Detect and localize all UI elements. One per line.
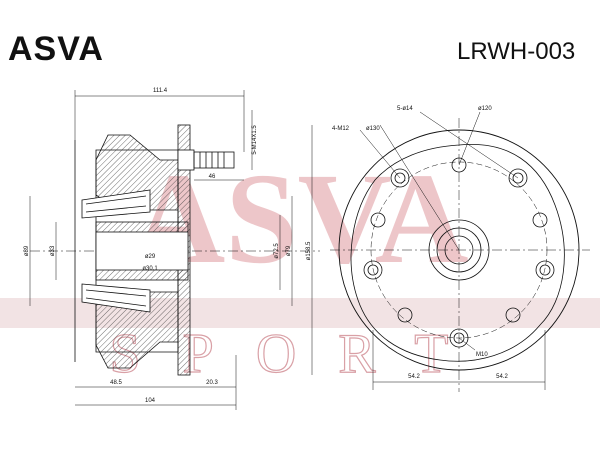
- dim-stud-holes: 5-ø14: [397, 106, 413, 112]
- dim-bolt-holes: 4-M12: [332, 126, 350, 132]
- flange-profile: [350, 143, 565, 362]
- dim-bore-outer: ø89: [24, 245, 30, 256]
- dim-bolt-pcd: ø130: [366, 126, 380, 132]
- bolt-holes: [370, 157, 548, 323]
- dim-stud-pcd: ø120: [478, 106, 492, 112]
- dim-flange-pilot: ø72.5: [274, 243, 280, 259]
- hub-body: [95, 149, 179, 353]
- dim-overall-length: 111.4: [153, 88, 168, 94]
- dim-flange-width: 20.3: [206, 380, 218, 386]
- brand-logo: ASVA: [8, 30, 104, 68]
- spindle-bore: [95, 231, 189, 271]
- dim-left-offset: 54.2: [408, 374, 420, 380]
- lower-bearing: [81, 283, 151, 313]
- front-view: 4-M12 ø130 5-ø14 ø120 M10 54.2 54.2: [330, 106, 590, 392]
- dim-stud-length: 46: [209, 174, 216, 180]
- dim-right-offset: 54.2: [496, 374, 508, 380]
- front-leaders: [359, 111, 546, 390]
- upper-housing: [95, 134, 179, 211]
- dim-flange-od: ø158.5: [306, 241, 312, 260]
- upper-bearing: [81, 189, 151, 219]
- side-view: 111.4 5-M14X1.5 46 ø89 ø33 ø29 ø30.1 ø72…: [24, 88, 320, 410]
- dim-hub-od: ø79: [286, 245, 292, 256]
- dim-stud-thread: 5-M14X1.5: [252, 125, 258, 155]
- hub-center-inner: [436, 227, 482, 273]
- hub-center-outer: [428, 219, 490, 281]
- part-number: LRWH-003: [457, 38, 576, 65]
- hub-center-core: [444, 235, 474, 265]
- dim-center-hole: M10: [476, 352, 488, 358]
- flange-outer-circle: [338, 129, 580, 371]
- dim-bearing-b: ø30.1: [142, 266, 158, 272]
- dim-bearing-a: ø29: [145, 254, 156, 260]
- dim-bore-inner: ø33: [50, 245, 56, 256]
- dim-total-width: 104: [145, 398, 156, 404]
- side-dimension-lines: [29, 90, 313, 410]
- dim-offset: 48.5: [110, 380, 122, 386]
- stud-holes: [363, 168, 555, 348]
- wheel-stud: [177, 149, 235, 171]
